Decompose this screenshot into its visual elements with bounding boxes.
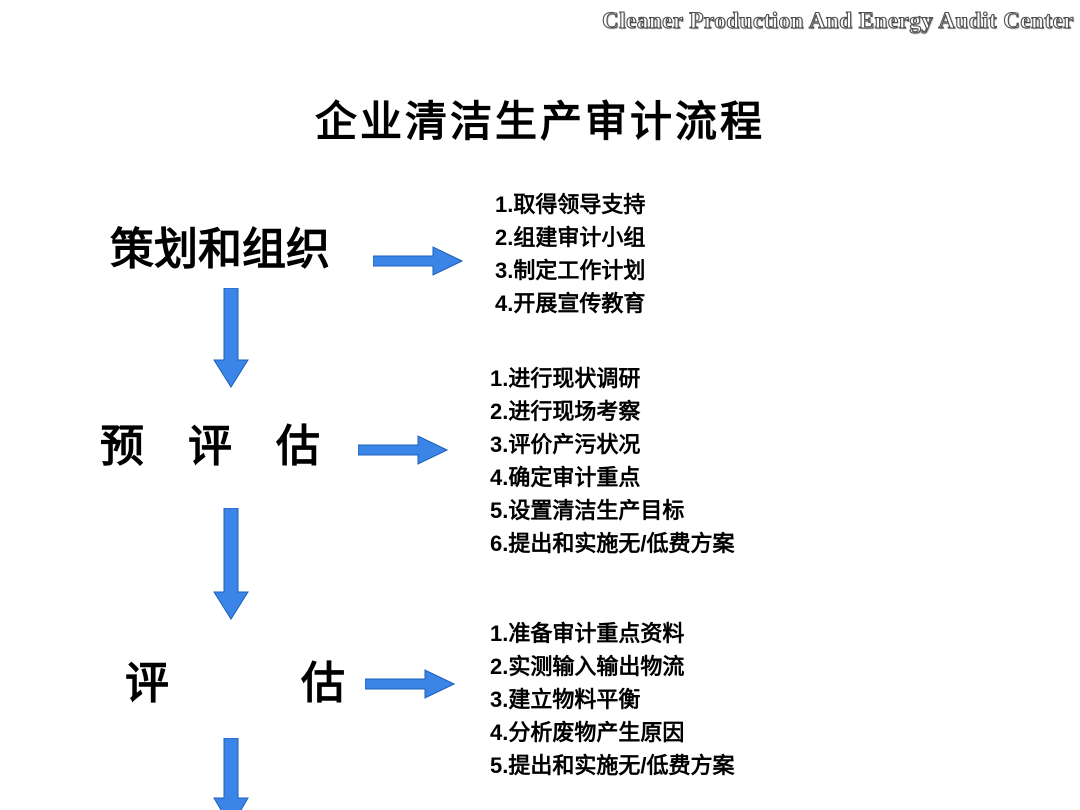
process-step-item: 4.分析废物产生原因 — [490, 720, 685, 745]
process-step-item: 5.提出和实施无/低费方案 — [490, 753, 735, 778]
process-step-item: 4.开展宣传教育 — [495, 291, 646, 316]
flow-arrow-right-1 — [373, 246, 463, 276]
process-step-item: 2.实测输入输出物流 — [490, 654, 685, 679]
process-step-item: 3.评价产污状况 — [490, 432, 641, 457]
step-list-assessment: 1.准备审计重点资料 2.实测输入输出物流 3.建立物料平衡 4.分析废物产生原… — [490, 617, 734, 782]
process-step-item: 2.组建审计小组 — [495, 225, 646, 250]
step-list-pre-assessment: 1.进行现状调研 2.进行现场考察 3.评价产污状况 4.确定审计重点 5.设置… — [490, 362, 734, 560]
process-step-item: 1.取得领导支持 — [495, 192, 646, 217]
flow-arrow-down-3 — [213, 738, 249, 810]
flow-arrow-down-1 — [213, 288, 249, 388]
stage-label-pre-assessment: 预 评 估 — [100, 422, 320, 471]
process-step-item: 5.设置清洁生产目标 — [490, 498, 685, 523]
process-step-item: 1.准备审计重点资料 — [490, 621, 685, 646]
process-step-item: 1.进行现状调研 — [490, 366, 641, 391]
flow-arrow-down-2 — [213, 508, 249, 620]
page-title: 企业清洁生产审计流程 — [314, 100, 765, 146]
process-step-item: 3.制定工作计划 — [495, 258, 646, 283]
process-step-item: 2.进行现场考察 — [490, 399, 641, 424]
watermark-text: Cleaner Production And Energy Audit Cent… — [602, 7, 1074, 33]
step-list-planning: 1.取得领导支持 2.组建审计小组 3.制定工作计划 4.开展宣传教育 — [495, 188, 645, 320]
stage-label-assessment: 评 估 — [125, 659, 345, 708]
stage-label-planning: 策划和组织 — [110, 225, 330, 274]
process-step-item: 3.建立物料平衡 — [490, 687, 641, 712]
flow-arrow-right-3 — [365, 669, 455, 699]
process-step-item: 6.提出和实施无/低费方案 — [490, 531, 735, 556]
flow-arrow-right-2 — [358, 435, 448, 465]
process-step-item: 4.确定审计重点 — [490, 465, 641, 490]
